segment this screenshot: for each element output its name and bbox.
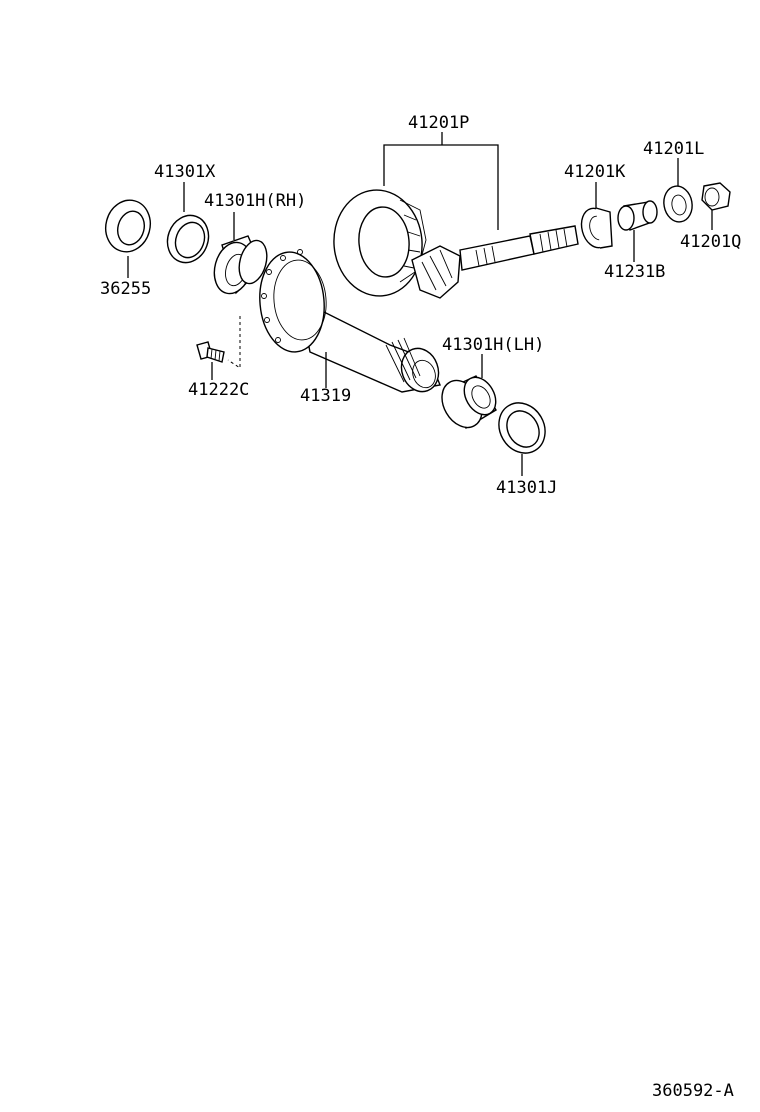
label-41231B: 41231B	[604, 262, 665, 282]
part-41301H-RH-bearing	[213, 235, 268, 295]
part-41319-diff-case	[259, 249, 441, 393]
label-41301J: 41301J	[496, 478, 557, 498]
drawing-number: 360592-A	[652, 1081, 734, 1101]
part-36255-seal	[105, 199, 151, 253]
label-41201K: 41201K	[564, 162, 626, 182]
label-36255: 36255	[100, 279, 151, 299]
flange-bolt-holes	[261, 249, 303, 343]
label-41201Q: 41201Q	[680, 232, 741, 252]
part-41301X-shim	[166, 214, 210, 264]
label-41301H-RH: 41301H(RH)	[204, 191, 306, 211]
part-41201P-ring-pinion	[333, 189, 579, 299]
part-41222C-bolt	[196, 341, 225, 363]
part-41231B-spacer	[617, 200, 658, 231]
part-41201L-bearing	[663, 185, 693, 223]
part-41201K-bearing	[580, 207, 613, 249]
label-41301X: 41301X	[154, 162, 216, 182]
label-41201P: 41201P	[408, 113, 469, 133]
part-41301H-LH-bearing	[441, 375, 497, 429]
part-41301J-shim	[498, 402, 546, 454]
label-41319: 41319	[300, 386, 351, 406]
part-41201Q-nut	[701, 182, 731, 211]
label-41222C: 41222C	[188, 380, 249, 400]
bolt-alignment-line	[227, 316, 241, 369]
label-41301H-LH: 41301H(LH)	[442, 335, 544, 355]
label-41201L: 41201L	[643, 139, 704, 159]
leader-lines	[127, 132, 713, 476]
